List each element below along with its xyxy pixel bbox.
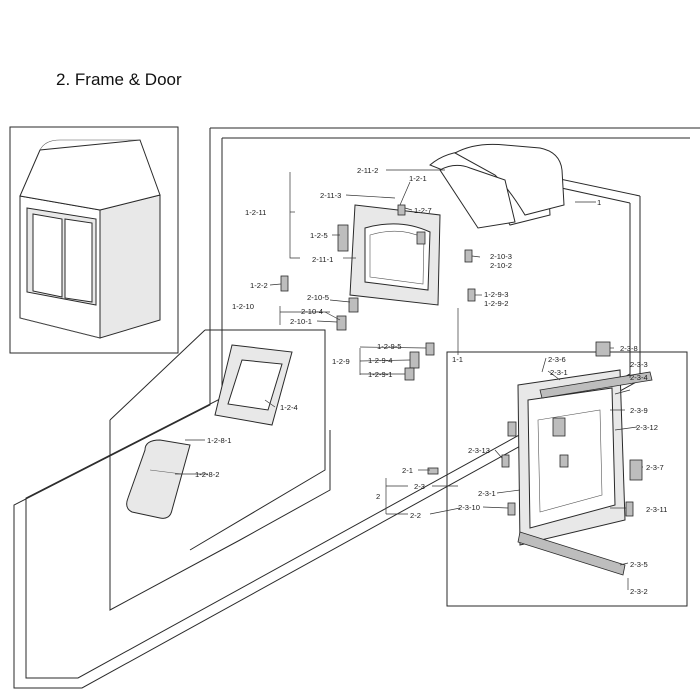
label-2-3-12: 2-3-12 — [636, 423, 658, 432]
front-frame-panel — [280, 204, 476, 381]
door-assembly-parts — [427, 341, 653, 576]
label-2-3-1-top: 2-3-1 — [550, 368, 568, 377]
label-1-2-11: 1-2-11 — [245, 208, 266, 217]
door-parts-outline — [109, 329, 331, 611]
label-1-2-4: 1-2-4 — [280, 403, 298, 412]
label-2-3-7: 2-3-7 — [646, 463, 664, 472]
label-2-3-11: 2-3-11 — [646, 505, 667, 514]
label-2-3-13: 2-3-13 — [468, 446, 490, 455]
label-2-1: 2-1 — [402, 466, 413, 475]
dryer-overview-box — [9, 126, 179, 354]
label-2-10-1: 2-10-1 — [290, 317, 312, 326]
label-2-3: 2-3 — [414, 482, 425, 491]
part-labels: 1 1-1 1-2-1 1-2-7 1-2-5 1-2-11 1-2-2 1-2… — [195, 166, 667, 596]
label-2-10-4: 2-10-4 — [301, 307, 323, 316]
label-1-2-10: 1-2-10 — [232, 302, 254, 311]
label-2-3-3: 2-3-3 — [630, 360, 648, 369]
label-2-10-2: 2-10-2 — [490, 261, 512, 270]
label-1-2-9-2: 1-2-9-2 — [484, 299, 508, 308]
label-2-11-2: 2-11-2 — [357, 166, 378, 175]
page-title: 2. Frame & Door — [56, 70, 182, 89]
door-glass-panel — [126, 439, 191, 519]
label-2-11-1: 2-11-1 — [312, 255, 333, 264]
label-2-3-10: 2-3-10 — [458, 503, 480, 512]
label-1-2-9-3: 1-2-9-3 — [484, 290, 508, 299]
label-1-2-2: 1-2-2 — [250, 281, 268, 290]
label-1-2-7: 1-2-7 — [414, 206, 432, 215]
label-2-3-1-lower: 2-3-1 — [478, 489, 496, 498]
label-1-2-8-2: 1-2-8-2 — [195, 470, 219, 479]
label-2-3-5: 2-3-5 — [630, 560, 648, 569]
label-1: 1 — [597, 198, 601, 207]
label-1-2-1: 1-2-1 — [409, 174, 427, 183]
label-2-3-4: 2-3-4 — [630, 373, 648, 382]
label-2-10-3: 2-10-3 — [490, 252, 512, 261]
label-2-11-3: 2-11-3 — [320, 191, 341, 200]
door-gasket-rings — [429, 143, 565, 229]
label-1-2-9-5: 1-2-9-5 — [377, 342, 401, 351]
label-2-3-9: 2-3-9 — [630, 406, 648, 415]
door-assembly-box — [446, 351, 688, 607]
leader-lines — [175, 169, 643, 590]
door-inner-frame — [214, 344, 293, 426]
label-1-2-5: 1-2-5 — [310, 231, 328, 240]
label-2-10-5: 2-10-5 — [307, 293, 329, 302]
label-2-3-8: 2-3-8 — [620, 344, 638, 353]
label-2: 2 — [376, 492, 380, 501]
label-1-2-8-1: 1-2-8-1 — [207, 436, 231, 445]
label-2-2: 2-2 — [410, 511, 421, 520]
label-2-3-2: 2-3-2 — [630, 587, 648, 596]
label-1-2-9-4: 1-2-9-4 — [368, 356, 392, 365]
label-1-2-9-1: 1-2-9-1 — [368, 370, 392, 379]
label-1-1: 1-1 — [452, 355, 463, 364]
dryer-overview-illustration — [19, 139, 161, 339]
label-1-2-9: 1-2-9 — [332, 357, 350, 366]
label-2-3-6: 2-3-6 — [548, 355, 566, 364]
